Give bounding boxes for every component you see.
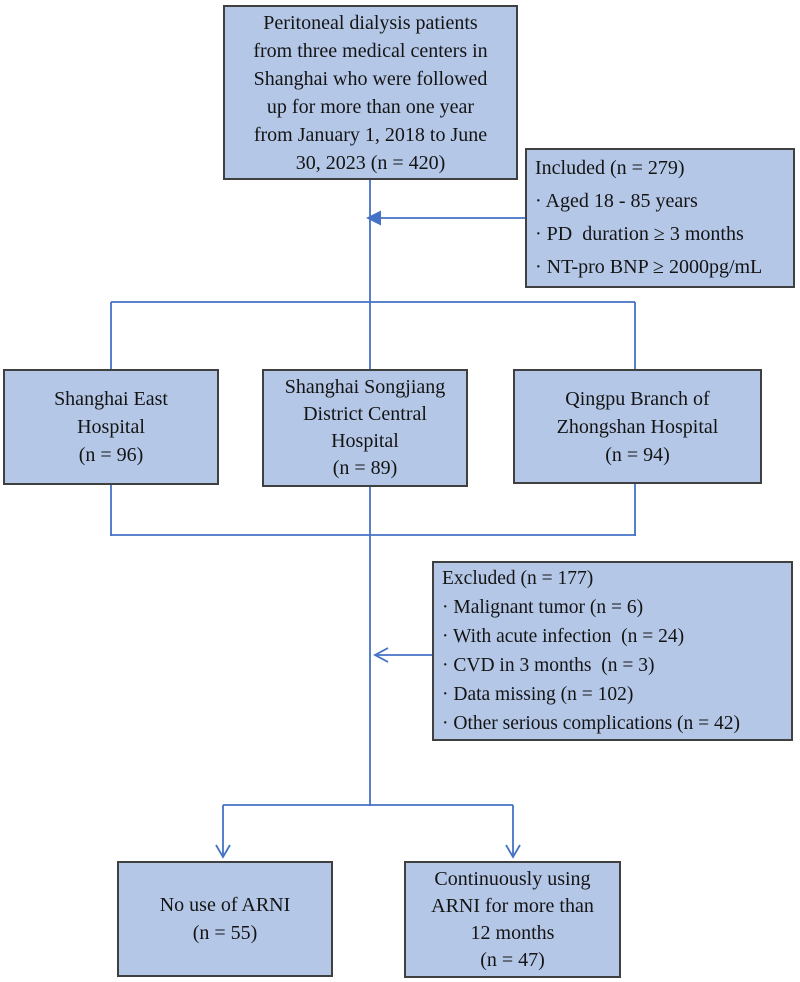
hospital-east-box: Shanghai East Hospital (n = 96) (3, 369, 219, 485)
hospital-qingpu-box: Qingpu Branch of Zhongshan Hospital (n =… (513, 369, 762, 484)
hospital-songjiang-box: Shanghai Songjiang District Central Hosp… (262, 369, 468, 487)
arni-group-box: Continuously using ARNI for more than 12… (404, 861, 621, 978)
included-criteria-box: Included (n = 279) · Aged 18 - 85 years … (525, 148, 795, 288)
included-arrowhead-icon (366, 210, 381, 226)
no-arni-group-box: No use of ARNI (n = 55) (117, 861, 333, 977)
excluded-arrowhead-icon (373, 647, 389, 663)
arni-arrowhead-icon (505, 844, 521, 859)
excluded-criteria-box: Excluded (n = 177) · Malignant tumor (n … (432, 561, 793, 741)
no-arni-arrowhead-icon (215, 844, 231, 859)
source-population-box: Peritoneal dialysis patients from three … (223, 5, 518, 180)
